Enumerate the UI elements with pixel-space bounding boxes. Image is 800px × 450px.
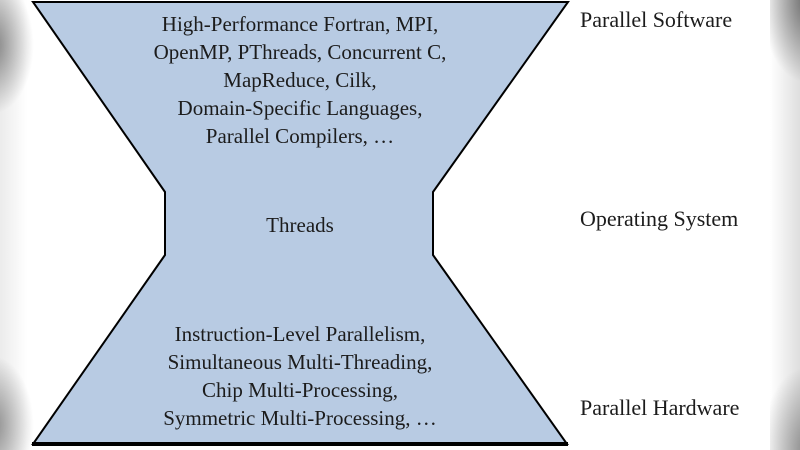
hardware-layer-text: Instruction-Level Parallelism, Simultane… — [0, 320, 600, 432]
threads-label: Threads — [266, 213, 334, 237]
hardware-line: Symmetric Multi-Processing, … — [163, 406, 437, 430]
label-parallel-software: Parallel Software — [580, 7, 733, 32]
software-line: High-Performance Fortran, MPI, — [161, 12, 439, 36]
label-operating-system: Operating System — [580, 206, 739, 231]
software-line: MapReduce, Cilk, — [223, 68, 377, 92]
software-line: Domain-Specific Languages, — [177, 96, 423, 120]
hardware-line: Chip Multi-Processing, — [201, 378, 398, 402]
software-layer-text: High-Performance Fortran, MPI, OpenMP, P… — [0, 10, 600, 150]
hardware-line: Simultaneous Multi-Threading, — [167, 350, 433, 374]
os-layer-text: Threads — [0, 211, 600, 239]
software-line: Parallel Compilers, … — [205, 124, 395, 148]
hardware-line: Instruction-Level Parallelism, — [174, 322, 426, 346]
software-line: OpenMP, PThreads, Concurrent C, — [153, 40, 447, 64]
label-parallel-hardware: Parallel Hardware — [580, 395, 740, 420]
